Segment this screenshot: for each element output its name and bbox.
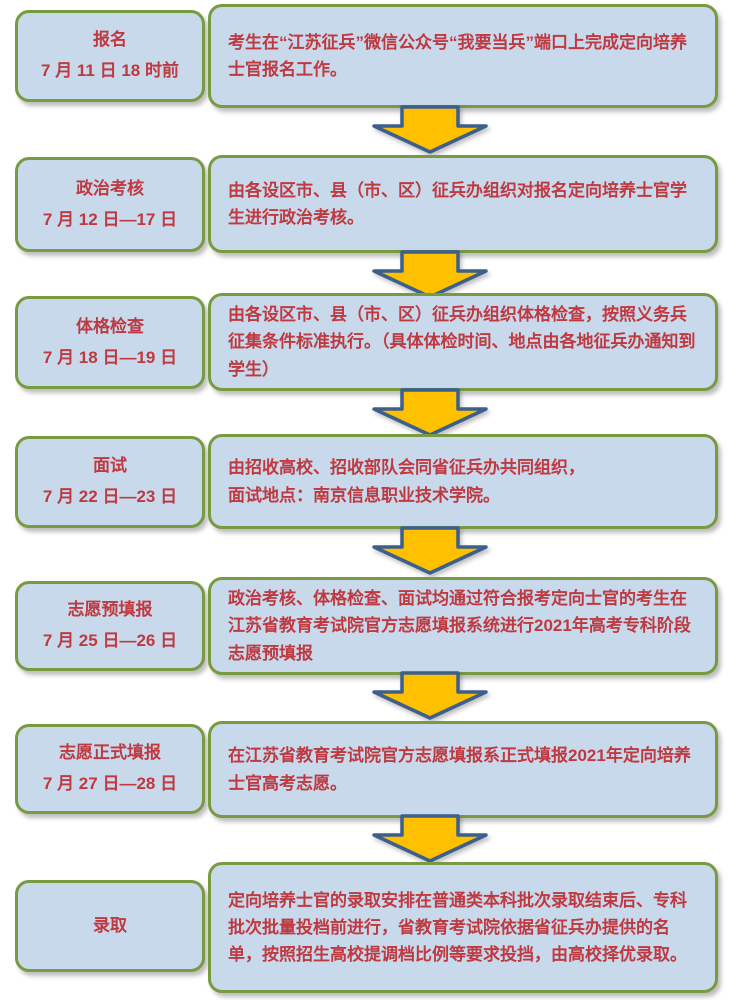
stage-box: 报名 7 月 11 日 18 时前	[15, 10, 205, 102]
stage-name: 录取	[93, 915, 127, 935]
down-arrow-icon	[372, 250, 488, 299]
description-box: 政治考核、体格检查、面试均通过符合报考定向士官的考生在江苏省教育考试院官方志愿填…	[208, 577, 718, 675]
stage-box: 体格检查 7 月 18 日—19 日	[15, 296, 205, 389]
stage-box: 政治考核 7 月 12 日—17 日	[15, 157, 205, 252]
step-description: 考生在“江苏征兵”微信公众号“我要当兵”端口上完成定向培养士官报名工作。	[228, 32, 687, 79]
stage-name: 体格检查	[76, 316, 144, 336]
stage-date: 7 月 12 日—17 日	[42, 209, 178, 229]
down-arrow-icon	[372, 388, 488, 437]
step-description: 由各设区市、县（市、区）征兵办组织体格检查，按照义务兵征集条件标准执行。（具体体…	[228, 305, 696, 379]
stage-date: 7 月 27 日—28 日	[42, 774, 178, 793]
down-arrow-icon	[372, 105, 488, 154]
step-description: 政治考核、体格检查、面试均通过符合报考定向士官的考生在江苏省教育考试院官方志愿填…	[228, 589, 691, 663]
stage-box: 面试 7 月 22 日—23 日	[15, 436, 205, 528]
description-box: 在江苏省教育考试院官方志愿填报系正式填报2021年定向培养士官高考志愿。	[208, 721, 718, 818]
step-description: 由招收高校、招收部队会同省征兵办共同组织， 面试地点：南京信息职业技术学院。	[228, 458, 585, 505]
stage-name: 面试	[93, 456, 127, 476]
stage-name: 志愿预填报	[67, 600, 153, 620]
stage-name: 政治考核	[76, 178, 144, 198]
description-box: 由招收高校、招收部队会同省征兵办共同组织， 面试地点：南京信息职业技术学院。	[208, 434, 718, 529]
step-description: 由各设区市、县（市、区）征兵办组织对报名定向培养士官学生进行政治考核。	[228, 180, 687, 227]
stage-date: 7 月 11 日 18 时前	[41, 61, 179, 80]
stage-box: 录取	[15, 880, 205, 972]
stage-date: 7 月 25 日—26 日	[42, 631, 178, 650]
description-box: 考生在“江苏征兵”微信公众号“我要当兵”端口上完成定向培养士官报名工作。	[208, 4, 718, 108]
step-description: 在江苏省教育考试院官方志愿填报系正式填报2021年定向培养士官高考志愿。	[228, 746, 691, 793]
stage-date: 7 月 18 日—19 日	[42, 347, 178, 367]
down-arrow-icon	[372, 671, 488, 720]
down-arrow-icon	[372, 814, 488, 863]
down-arrow-icon	[372, 526, 488, 575]
stage-box: 志愿正式填报 7 月 27 日—28 日	[15, 724, 205, 814]
stage-name: 志愿正式填报	[59, 743, 161, 763]
description-box: 由各设区市、县（市、区）征兵办组织体格检查，按照义务兵征集条件标准执行。（具体体…	[208, 293, 718, 391]
stage-box: 志愿预填报 7 月 25 日—26 日	[15, 581, 205, 671]
description-box: 定向培养士官的录取安排在普通类本科批次录取结束后、专科批次批量投档前进行，省教育…	[208, 862, 718, 993]
step-description: 定向培养士官的录取安排在普通类本科批次录取结束后、专科批次批量投档前进行，省教育…	[228, 890, 687, 965]
description-box: 由各设区市、县（市、区）征兵办组织对报名定向培养士官学生进行政治考核。	[208, 155, 718, 253]
stage-name: 报名	[93, 30, 127, 50]
stage-date: 7 月 22 日—23 日	[42, 487, 178, 506]
